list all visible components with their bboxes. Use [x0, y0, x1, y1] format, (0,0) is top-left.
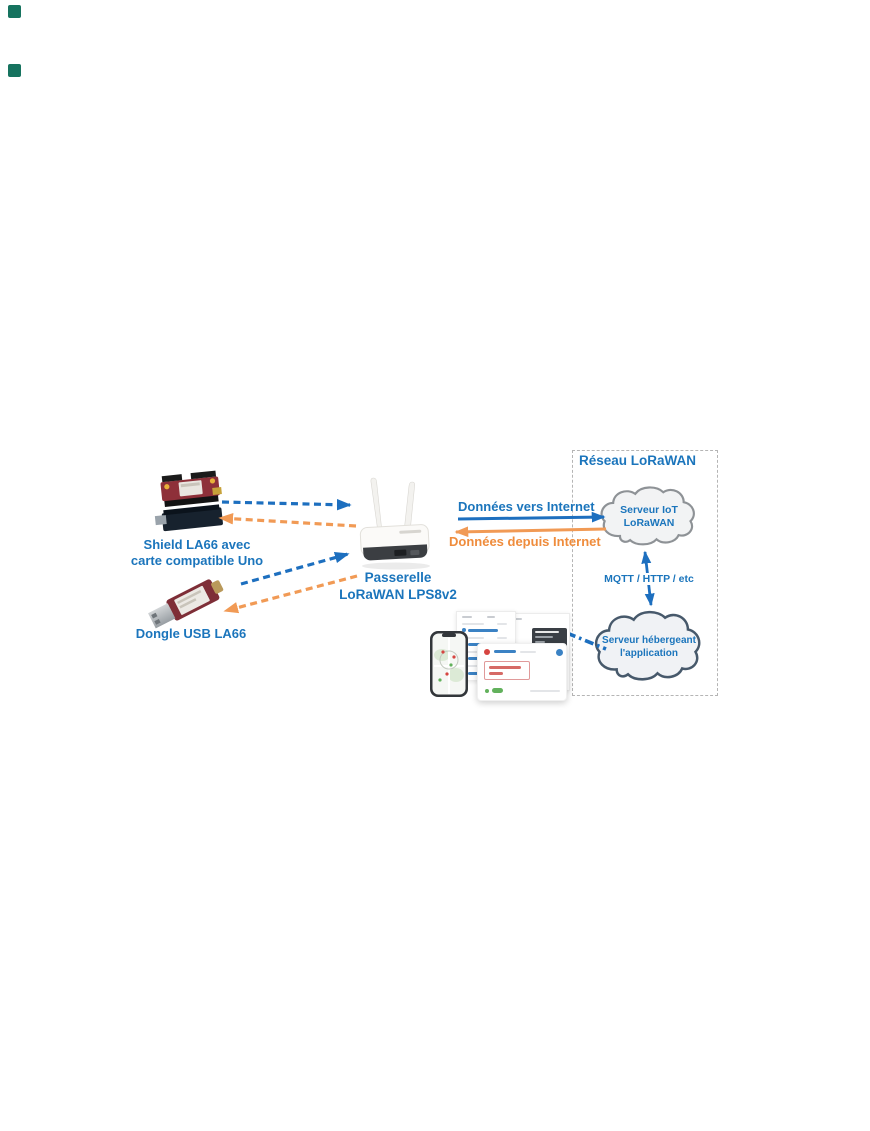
- shield-la66-device-image: [154, 470, 223, 532]
- network-box-title: Réseau LoRaWAN: [579, 453, 697, 468]
- shield-downlink-arrow-icon: [218, 513, 357, 528]
- app-screenshot-notification: [477, 643, 567, 701]
- iot-server-cloud-icon: [600, 486, 695, 546]
- shield-label: Shield LA66 avec carte compatible Uno: [131, 537, 263, 569]
- phone-map-app-image: [430, 631, 468, 697]
- gateway-label-line1: Passerelle: [364, 570, 432, 585]
- iot-server-label-line1: Serveur IoT: [620, 504, 678, 516]
- page-bullet-marker: [8, 64, 21, 77]
- page-bullet-marker: [8, 5, 21, 18]
- dongle-label: Dongle USB LA66: [135, 626, 247, 641]
- app-server-cloud-label: Serveur hébergeant l'application: [602, 634, 696, 660]
- gateway-label: Passerelle LoRaWAN LPS8v2: [339, 569, 457, 603]
- alert-dot-icon: [484, 649, 490, 655]
- gateway-label-line2: LoRaWAN LPS8v2: [339, 587, 457, 602]
- lorawan-network-box: [572, 450, 718, 696]
- gateway-device-image: [359, 477, 430, 570]
- alert-message-box: [484, 661, 530, 680]
- shield-uplink-arrow-icon: [221, 498, 352, 511]
- protocols-label: MQTT / HTTP / etc: [601, 573, 697, 585]
- dongle-downlink-arrow-icon: [223, 574, 358, 614]
- iot-server-label-line2: LoRaWAN: [623, 517, 675, 529]
- chart-tooltip: [532, 628, 567, 647]
- data-from-internet-label: Données depuis Internet: [449, 534, 601, 549]
- action-dot-icon: [556, 649, 563, 656]
- iot-server-cloud-label: Serveur IoT LoRaWAN: [620, 504, 678, 530]
- data-to-internet-label: Données vers Internet: [458, 499, 595, 514]
- app-server-label-line1: Serveur hébergeant: [602, 635, 696, 646]
- app-server-label-line2: l'application: [620, 648, 678, 659]
- shield-label-line1: Shield LA66 avec: [143, 537, 251, 552]
- shield-label-line2: carte compatible Uno: [130, 553, 264, 568]
- dongle-la66-device-image: [148, 579, 224, 629]
